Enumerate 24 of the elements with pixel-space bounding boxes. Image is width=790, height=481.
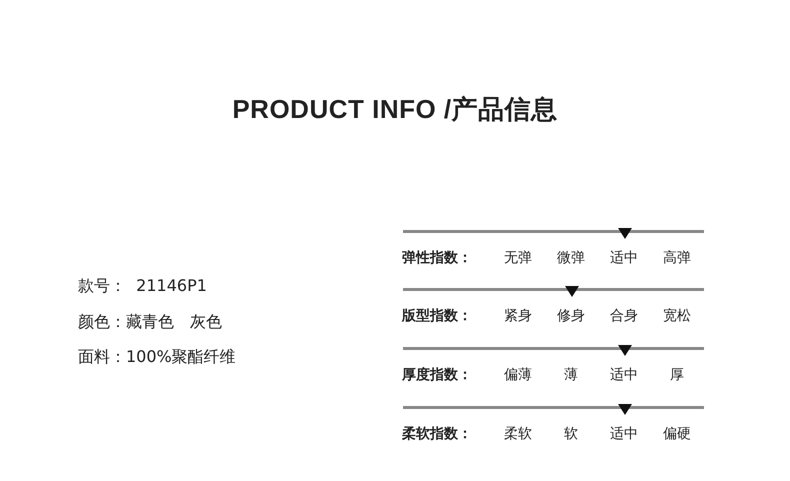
scale-option: 偏硬 bbox=[652, 425, 702, 443]
scale-option: 适中 bbox=[599, 366, 649, 384]
scale-option: 高弹 bbox=[652, 249, 702, 267]
scale-option: 紧身 bbox=[493, 307, 543, 325]
product-spec-text: 颜色：藏青色 灰色 bbox=[78, 312, 222, 333]
index-label: 版型指数： bbox=[402, 307, 472, 325]
scale-option: 适中 bbox=[599, 249, 649, 267]
scale-option: 软 bbox=[546, 425, 596, 443]
index-label: 厚度指数： bbox=[402, 366, 472, 384]
scale-option: 柔软 bbox=[493, 425, 543, 443]
scale-option: 宽松 bbox=[652, 307, 702, 325]
scale-option: 合身 bbox=[599, 307, 649, 325]
scale-option: 厚 bbox=[652, 366, 702, 384]
scale-option: 修身 bbox=[546, 307, 596, 325]
scale-option: 无弹 bbox=[493, 249, 543, 267]
scale-option: 微弹 bbox=[546, 249, 596, 267]
product-spec-text: 款号： 21146P1 bbox=[78, 276, 207, 297]
index-label: 弹性指数： bbox=[402, 249, 472, 267]
scale-option: 适中 bbox=[599, 425, 649, 443]
product-spec-text: 面料：100%聚酯纤维 bbox=[78, 347, 236, 368]
page-title: PRODUCT INFO /产品信息 bbox=[231, 93, 559, 126]
index-label: 柔软指数： bbox=[402, 425, 472, 443]
scale-option: 薄 bbox=[546, 366, 596, 384]
scale-option: 偏薄 bbox=[493, 366, 543, 384]
